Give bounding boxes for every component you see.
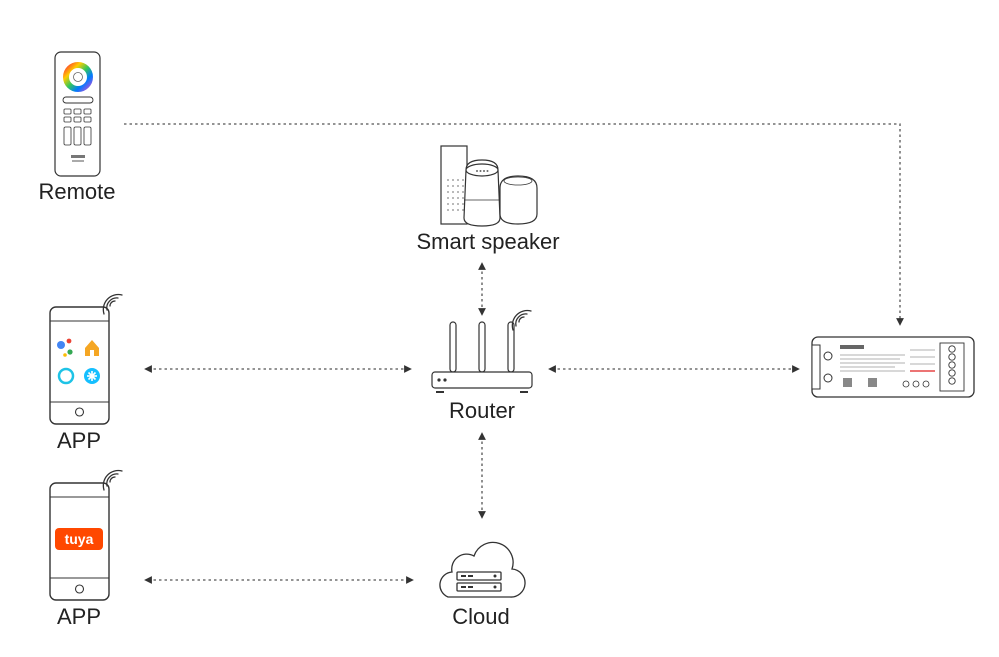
- apple-home-icon: [85, 340, 99, 356]
- tuya-logo-icon: [55, 528, 103, 550]
- google-assistant-icon: [57, 338, 73, 357]
- cloud-icon: [439, 541, 526, 598]
- phone-tuya-wifi-icon: [102, 469, 123, 491]
- router-wifi-icon: [511, 309, 532, 331]
- smart-speaker-label: Smart speaker: [416, 229, 560, 254]
- phone-assistants-icon: [49, 306, 110, 425]
- router-label: Router: [448, 398, 516, 423]
- phone-assistants-wifi-icon: [102, 293, 123, 315]
- app-tuya-label: APP: [56, 604, 102, 629]
- remote-label: Remote: [38, 179, 116, 204]
- tuya-logo-text: tuya: [64, 531, 94, 547]
- cloud-label: Cloud: [452, 604, 510, 629]
- smartthings-icon: [84, 368, 100, 384]
- connections: [124, 123, 904, 584]
- smart-speaker-icon: [440, 145, 538, 227]
- app-assistants-label: APP: [56, 428, 102, 453]
- remote-icon: [54, 51, 101, 177]
- controller-icon: [811, 336, 975, 398]
- remote-to-controller-link: [124, 123, 904, 326]
- phone-tuya-icon: [49, 482, 110, 601]
- alexa-icon: [57, 367, 75, 385]
- router-icon: [431, 321, 533, 393]
